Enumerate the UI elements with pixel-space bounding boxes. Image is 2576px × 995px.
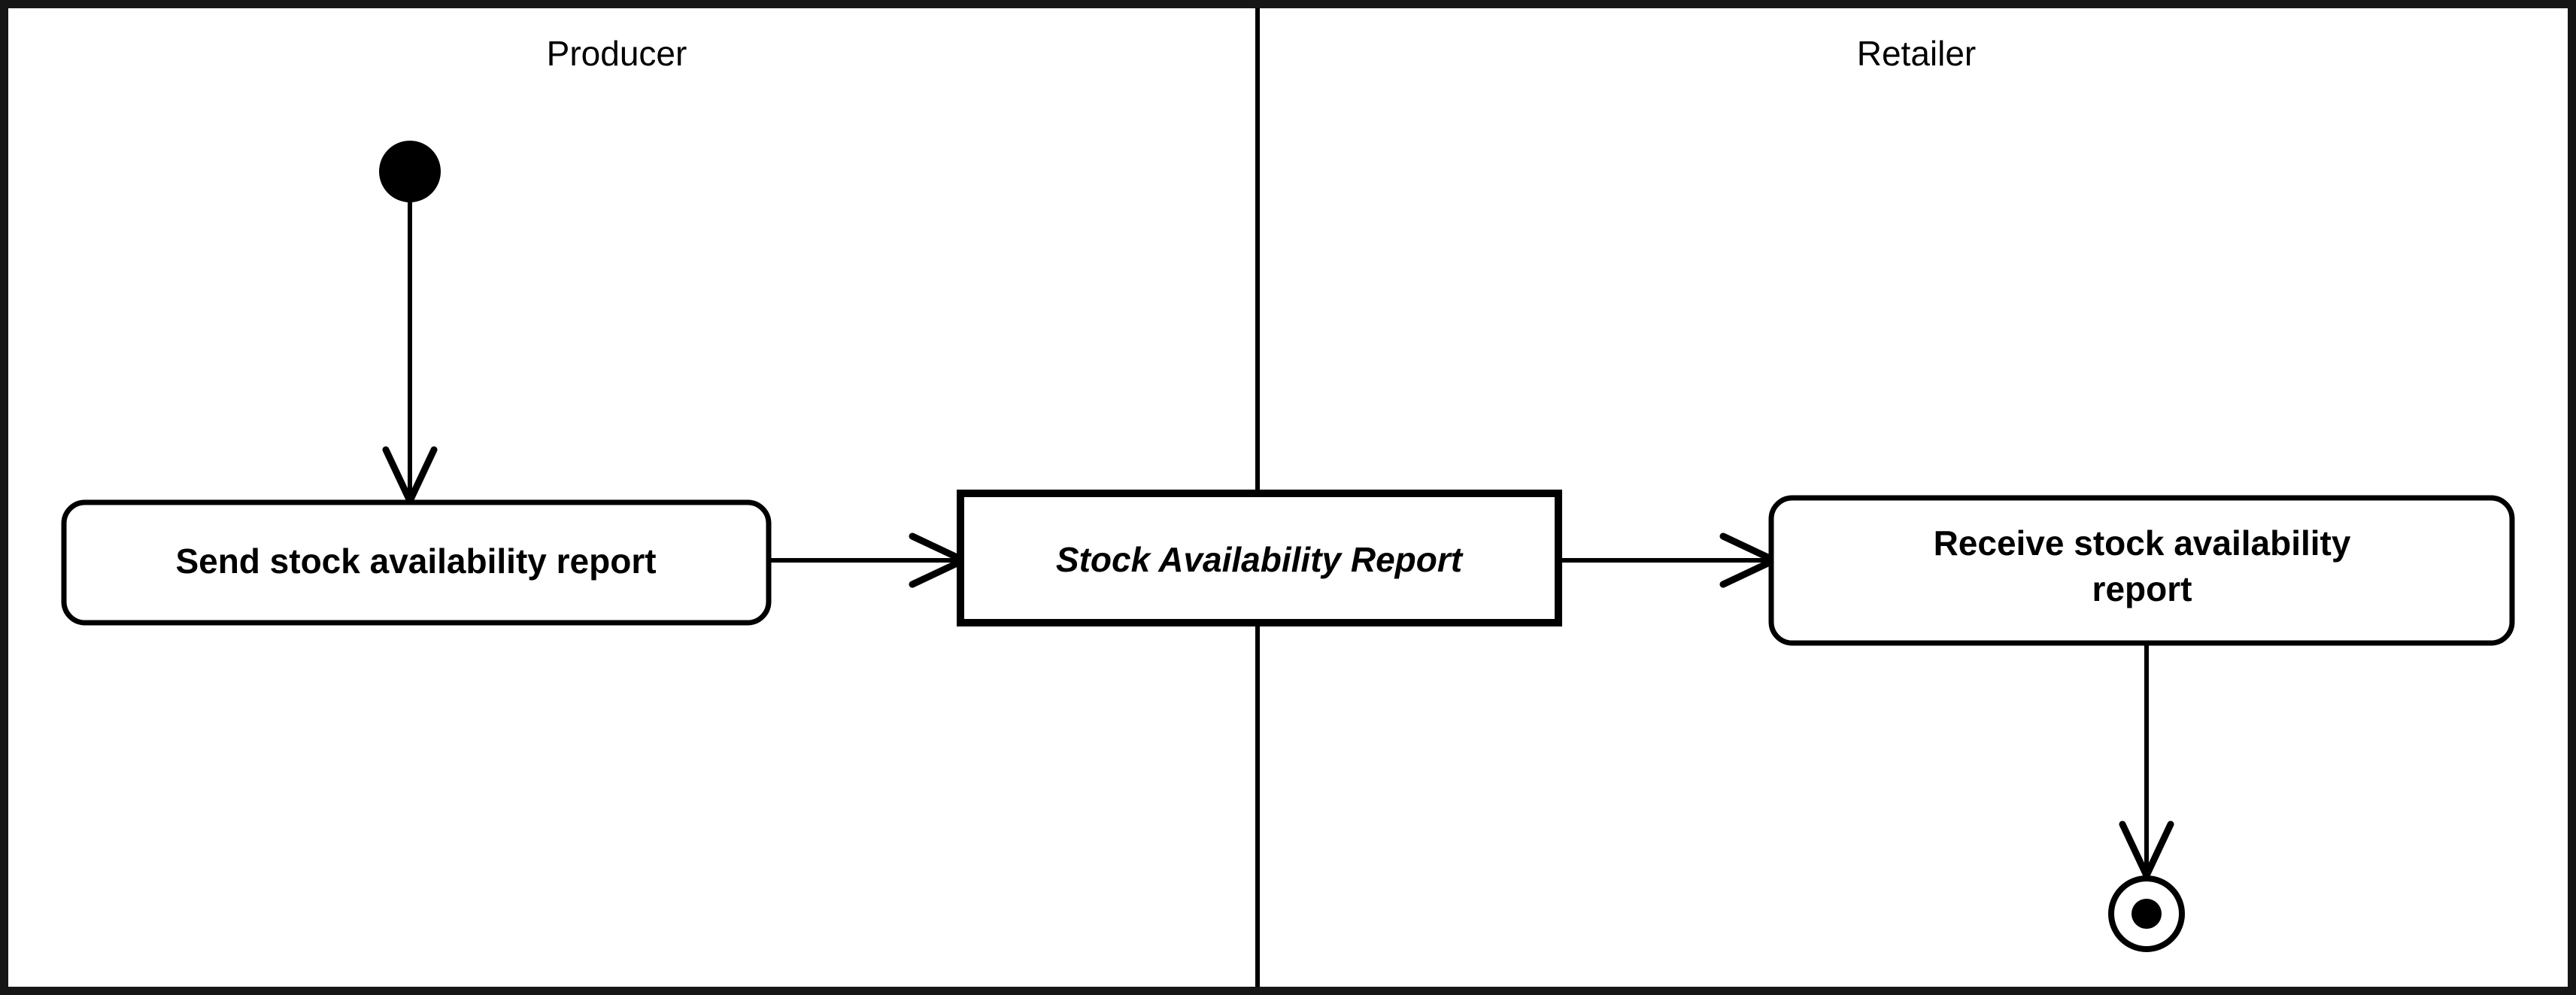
action-label: Send stock availability report: [175, 541, 656, 581]
control-flow-initial-to-send[interactable]: [382, 202, 438, 509]
object-flow-report-to-receive[interactable]: [1558, 532, 1783, 588]
object-node-label: Stock Availability Report: [1056, 540, 1464, 579]
activity-final-node-icon[interactable]: [2108, 875, 2185, 952]
control-flow-receive-to-final[interactable]: [2119, 643, 2174, 884]
action-label-line-1: Receive stock availability: [1934, 523, 2351, 563]
object-flow-send-to-report[interactable]: [769, 532, 972, 588]
initial-node-icon[interactable]: [379, 141, 441, 202]
object-node-stock-availability-report[interactable]: Stock Availability Report: [957, 490, 1562, 626]
partition-label-retailer: Retailer: [1857, 34, 1977, 73]
partition-label-producer: Producer: [547, 34, 687, 73]
action-label-line-2: report: [2092, 569, 2192, 608]
action-receive-stock-availability-report[interactable]: Receive stock availability report: [1768, 495, 2515, 646]
action-send-stock-availability-report[interactable]: Send stock availability report: [61, 499, 772, 626]
